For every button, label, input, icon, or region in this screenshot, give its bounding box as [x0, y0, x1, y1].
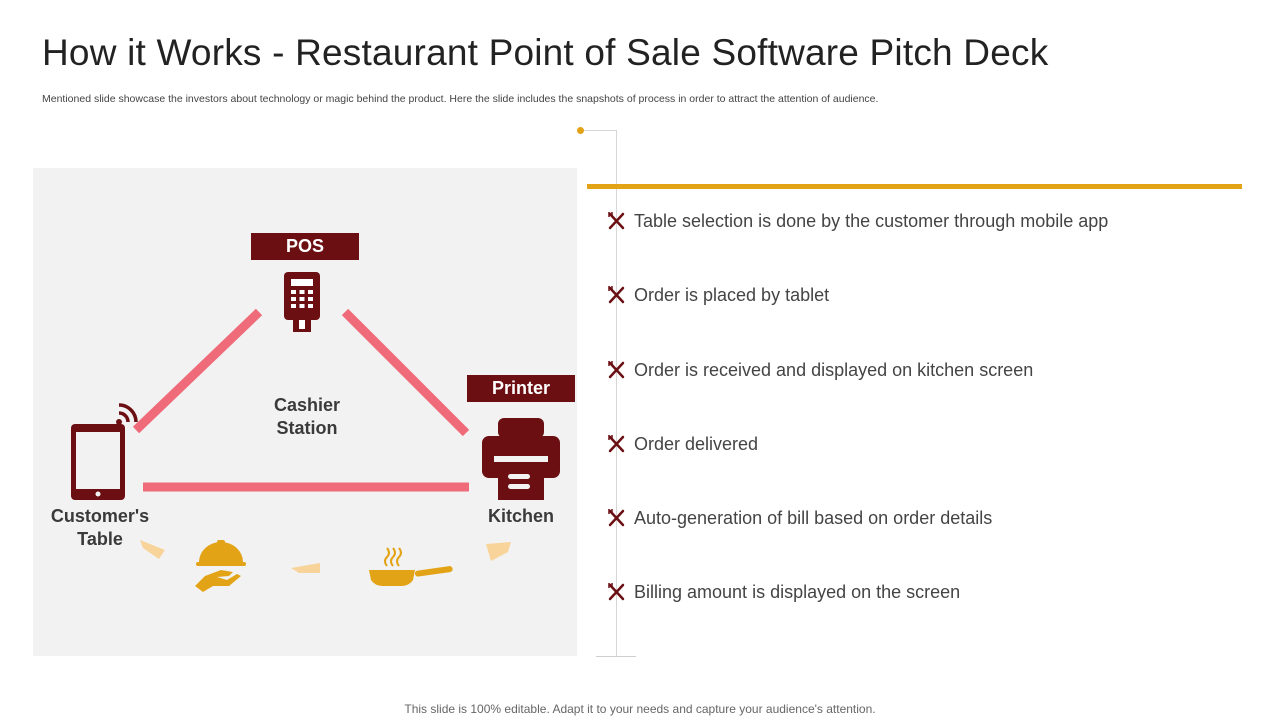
list-item: Table selection is done by the customer …	[606, 206, 1108, 236]
slide-title: How it Works - Restaurant Point of Sale …	[42, 32, 1049, 73]
fork-knife-icon	[608, 435, 625, 453]
serving-cloche-icon	[195, 540, 246, 592]
pos-terminal-icon	[284, 272, 320, 332]
accent-divider-bar	[587, 184, 1242, 189]
cashier-station-label: Cashier Station	[247, 394, 367, 440]
step-text: Table selection is done by the customer …	[634, 210, 1109, 231]
timeline-dot	[577, 127, 584, 134]
step-text: Order delivered	[634, 433, 759, 454]
slide-footer: This slide is 100% editable. Adapt it to…	[404, 702, 876, 716]
timeline-vertical-line	[616, 130, 617, 656]
flow-arrow-middle	[291, 563, 320, 573]
frying-pan-icon	[369, 547, 453, 586]
pos-tag: POS	[251, 233, 359, 260]
connector-pos-printer	[341, 308, 470, 437]
kitchen-label: Kitchen	[487, 506, 554, 526]
list-item: Auto-generation of bill based on order d…	[606, 503, 992, 533]
connector-lines	[132, 308, 470, 492]
tablet-icon	[71, 424, 125, 500]
step-text: Order is placed by tablet	[634, 284, 830, 305]
slide-subtitle: Mentioned slide showcase the investors a…	[42, 93, 879, 105]
fork-knife-icon	[608, 509, 625, 527]
timeline-connector	[584, 130, 616, 131]
pos-flow-diagram: POS Printer Cashier Station Customer's T…	[33, 168, 577, 656]
fork-knife-icon	[608, 212, 625, 230]
fork-knife-icon	[608, 361, 625, 379]
fork-knife-icon	[608, 286, 625, 304]
printer-icon	[482, 418, 560, 500]
printer-tag: Printer	[467, 375, 575, 402]
flow-arrow-table	[140, 540, 165, 559]
list-item: Order delivered	[606, 429, 758, 459]
step-text: Auto-generation of bill based on order d…	[634, 507, 993, 528]
flow-arrow-kitchen	[486, 542, 511, 561]
timeline-bottom-tick	[596, 656, 636, 657]
list-item: Billing amount is displayed on the scree…	[606, 577, 960, 607]
step-text: Order is received and displayed on kitch…	[634, 359, 1034, 380]
flow-arrows	[140, 540, 511, 573]
list-item: Order is received and displayed on kitch…	[606, 355, 1033, 385]
customer-label-line2: Table	[77, 529, 123, 549]
step-text: Billing amount is displayed on the scree…	[634, 581, 961, 602]
customer-label-line1: Customer's	[50, 506, 150, 526]
fork-knife-icon	[608, 583, 625, 601]
cashier-label-line1: Cashier	[273, 395, 341, 415]
list-item: Order is placed by tablet	[606, 280, 829, 310]
connector-tablet-pos	[132, 308, 263, 434]
wifi-icon	[116, 403, 138, 425]
customer-table-label: Customer's Table	[39, 505, 161, 551]
cashier-label-line2: Station	[276, 418, 338, 438]
